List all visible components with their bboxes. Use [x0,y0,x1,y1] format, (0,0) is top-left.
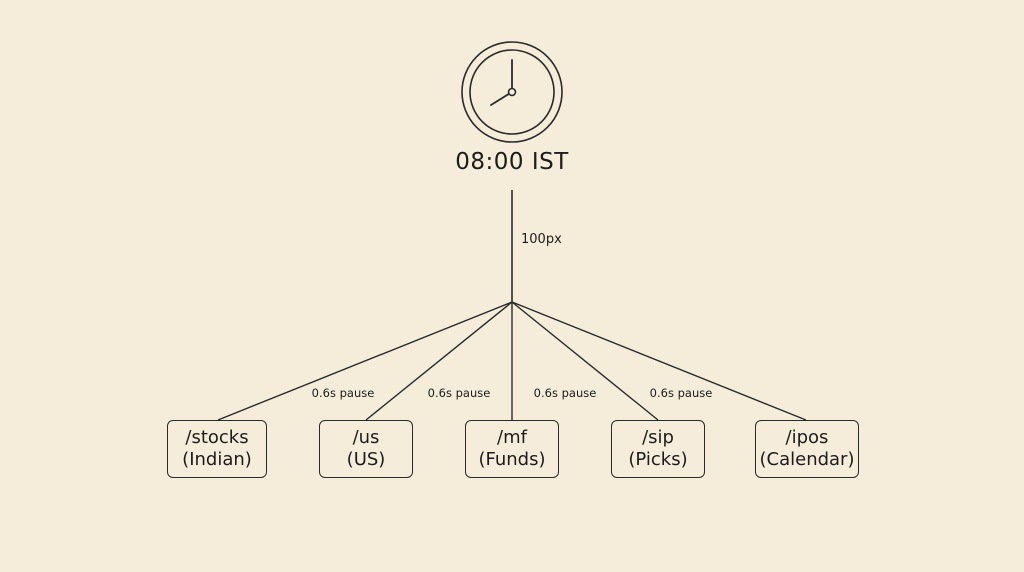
node-caption: (Indian) [182,449,252,470]
pause-label: 0.6s pause [649,386,713,400]
branch-line-ipos [511,301,807,421]
node-path: /us [352,427,380,448]
node-path: /sip [642,427,674,448]
clock-icon [461,41,563,143]
branch-line-us [365,301,513,421]
node-us: /us (US) [319,420,413,478]
time-label: 08:00 IST [455,149,569,175]
node-mf: /mf (Funds) [465,420,559,478]
node-stocks: /stocks (Indian) [167,420,267,478]
node-caption: (Funds) [478,449,546,470]
pause-label: 0.6s pause [427,386,491,400]
node-path: /ipos [785,427,829,448]
branch-line-stocks [217,301,513,421]
node-caption: (Calendar) [759,449,855,470]
node-sip: /sip (Picks) [611,420,705,478]
node-path: /stocks [185,427,249,448]
node-caption: (US) [346,449,386,470]
pause-label: 0.6s pause [311,386,375,400]
node-path: /mf [497,427,527,448]
pause-label: 0.6s pause [533,386,597,400]
node-caption: (Picks) [628,449,688,470]
node-ipos: /ipos (Calendar) [755,420,859,478]
stem-label: 100px [521,232,562,247]
branch-line-sip [511,301,659,421]
